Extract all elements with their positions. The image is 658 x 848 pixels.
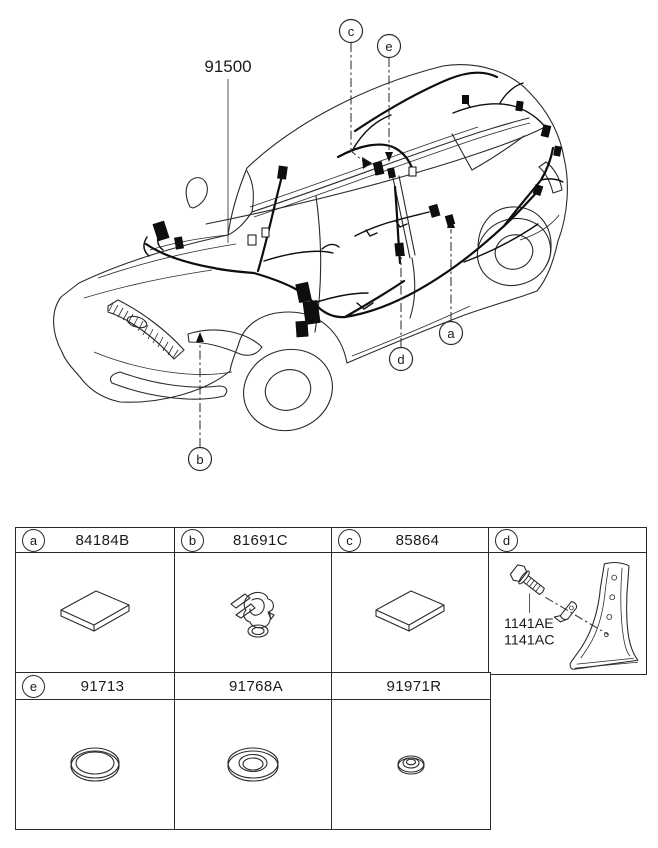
part-header-e: e 91713 bbox=[16, 673, 174, 700]
sub-part-number: 1141AE bbox=[504, 615, 554, 631]
b-pillar-icon bbox=[569, 561, 639, 670]
ref-circle-a: a bbox=[22, 528, 45, 552]
callout-lines bbox=[196, 43, 455, 447]
svg-text:a: a bbox=[447, 326, 455, 341]
part-number: 91713 bbox=[80, 677, 125, 695]
part-header-a: a 84184B bbox=[16, 528, 174, 553]
ref-circle-b: b bbox=[181, 528, 204, 552]
foam-pad-icon bbox=[375, 589, 445, 632]
callout-e: e bbox=[376, 33, 402, 59]
part-cell-b bbox=[174, 553, 331, 674]
ref-circle-d: d bbox=[495, 528, 518, 552]
part-header-d: d bbox=[488, 528, 646, 553]
harness-clip-icon bbox=[230, 591, 275, 638]
part-number: 81691C bbox=[233, 531, 288, 549]
svg-text:d: d bbox=[397, 352, 404, 367]
callout-c: c bbox=[338, 18, 364, 44]
part-number: 91971R bbox=[386, 677, 442, 695]
callout-b: b bbox=[187, 446, 213, 472]
main-part-leader: 91500 bbox=[204, 57, 252, 243]
parts-table-row1: a 84184B b 81691C c 85864 d bbox=[15, 527, 647, 675]
parts-table-row2: e 91713 91768A 91971R bbox=[15, 672, 491, 830]
ref-circle-c: c bbox=[338, 528, 361, 552]
sub-part-number: 1141AC bbox=[504, 632, 554, 648]
part-header-c: c 85864 bbox=[331, 528, 488, 553]
foam-pad-icon bbox=[60, 589, 130, 632]
car-body-outline bbox=[53, 64, 568, 403]
part-header-b: b 81691C bbox=[174, 528, 331, 553]
rear-wheel bbox=[476, 217, 552, 287]
part-cell-a bbox=[16, 553, 174, 674]
grommet-large-icon bbox=[70, 746, 120, 782]
part-header-91971R: 91971R bbox=[331, 673, 490, 700]
main-part-number: 91500 bbox=[204, 57, 251, 76]
part-cell-d: 1141AE 1141AC bbox=[488, 553, 646, 674]
part-cell-c bbox=[331, 553, 488, 674]
callout-d: d bbox=[388, 346, 414, 372]
grommet-ring-icon bbox=[227, 746, 279, 782]
svg-text:c: c bbox=[348, 24, 355, 39]
ref-circle-e: e bbox=[22, 674, 45, 698]
bolt-icon bbox=[509, 563, 545, 595]
svg-text:e: e bbox=[385, 39, 392, 54]
part-number: 84184B bbox=[75, 531, 130, 549]
mounting-bracket-icon bbox=[553, 600, 578, 622]
part-cell-91768A bbox=[174, 700, 331, 829]
svg-text:b: b bbox=[196, 452, 203, 467]
brand-badge bbox=[126, 315, 148, 329]
part-cell-e bbox=[16, 700, 174, 829]
grommet-plug-icon bbox=[397, 754, 425, 775]
part-number: 91768A bbox=[228, 677, 284, 695]
part-cell-91971R bbox=[331, 700, 490, 829]
part-header-91768A: 91768A bbox=[174, 673, 331, 700]
wiring-harness bbox=[143, 71, 564, 338]
part-number: 85864 bbox=[395, 531, 440, 549]
vehicle-wiring-illustration: 91500 c e a d bbox=[53, 18, 568, 472]
grille bbox=[107, 299, 185, 360]
front-wheel bbox=[243, 348, 333, 432]
callout-a: a bbox=[438, 320, 464, 346]
pillar-assembly-icon: 1141AE 1141AC bbox=[504, 561, 639, 670]
